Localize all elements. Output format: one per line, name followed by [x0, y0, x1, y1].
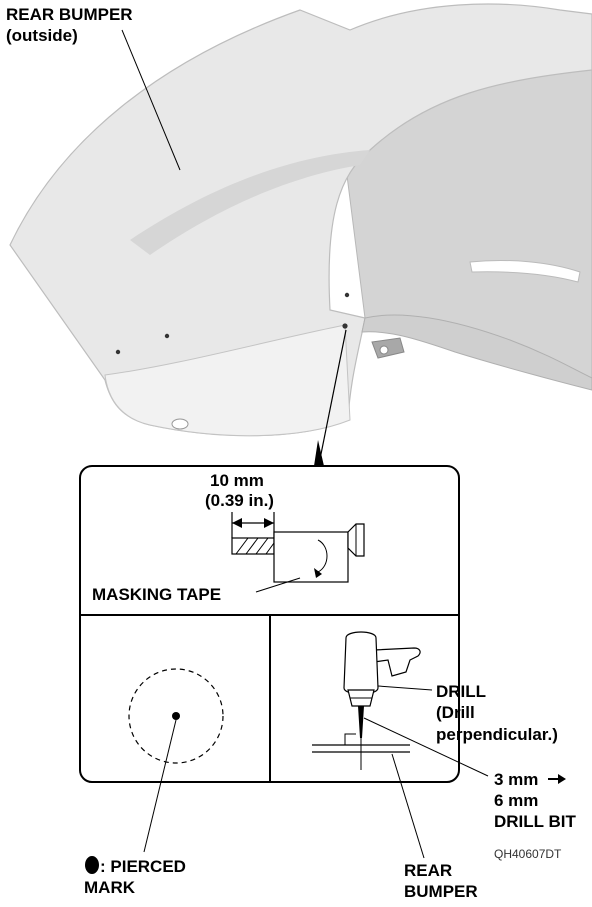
- bumper-illustration: [9, 3, 592, 437]
- label-dim-in: (0.39 in.): [205, 491, 274, 510]
- leader-rear-bumper-outside: [121, 29, 181, 171]
- bumper-tab: [171, 418, 189, 430]
- label-bit-3: DRILL BIT: [494, 812, 576, 831]
- leader-rear-bumper: [391, 753, 425, 859]
- pierced-mark-outline: [128, 668, 224, 764]
- leader-pierced-mark: [143, 719, 177, 853]
- bumper-mark: [344, 292, 350, 298]
- leader-masking-tape: [255, 577, 301, 593]
- bumper-crease: [130, 150, 370, 255]
- detail-leader-line: [318, 329, 347, 465]
- pierced-mark-dot: [172, 712, 180, 720]
- drill-bit-spiral: [358, 706, 364, 738]
- label-masking-tape: MASKING TAPE: [92, 585, 221, 604]
- dimension-arrow-left: [232, 518, 242, 528]
- bumper-mark: [342, 323, 348, 329]
- drill-illustration: [343, 631, 421, 770]
- leader-drill: [377, 685, 433, 691]
- bit-hatch: [235, 537, 249, 555]
- drill-body: [343, 631, 379, 695]
- dimension-arrow-right: [264, 518, 274, 528]
- arrow-right-icon: [548, 774, 566, 784]
- label-drill-3: perpendicular.): [436, 725, 558, 744]
- bumper-slot: [469, 259, 581, 283]
- leader-drill-bit: [363, 717, 489, 777]
- label-bit-2: 6 mm: [494, 791, 538, 810]
- bumper-mark: [164, 333, 170, 339]
- label-rear-bumper-outside-1: REAR BUMPER: [6, 5, 133, 24]
- perpendicular-square: [344, 733, 356, 745]
- bit-hatch: [245, 537, 259, 555]
- label-drill-2: (Drill: [436, 703, 475, 722]
- label-bit-1: 3 mm: [494, 770, 538, 789]
- bumper-arch-lip: [361, 314, 592, 391]
- masking-tape-wrap: [273, 531, 349, 583]
- bumper-lower-band: [104, 324, 351, 437]
- label-dim-mm: 10 mm: [210, 471, 264, 490]
- filled-circle-icon: [85, 856, 99, 874]
- bracket-hole: [379, 345, 389, 355]
- bit-hatch: [255, 537, 269, 555]
- tape-roll-arrow: [314, 568, 322, 578]
- label-drill-1: DRILL: [436, 682, 486, 701]
- label-rear-bumper-outside-2: (outside): [6, 26, 78, 45]
- label-rear-bumper-1: REAR: [404, 861, 452, 880]
- detail-pointer-wedge: [314, 440, 324, 466]
- bit-hatch: [265, 542, 275, 555]
- label-pierced-2: MARK: [84, 878, 136, 897]
- drill-handle: [373, 647, 421, 677]
- label-rear-bumper-2: BUMPER: [404, 882, 478, 901]
- figure-code: QH40607DT: [494, 847, 562, 861]
- label-pierced-1: : PIERCED: [100, 857, 186, 876]
- bumper-mark: [115, 349, 121, 355]
- tape-roll-curve: [317, 539, 328, 573]
